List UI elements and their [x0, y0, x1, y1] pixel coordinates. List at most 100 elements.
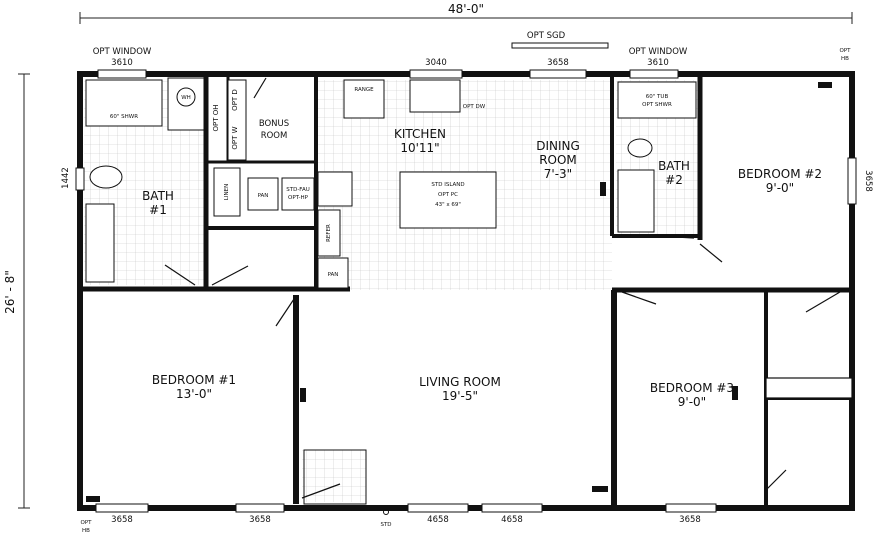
window-size-dining: 3658	[547, 58, 569, 68]
opt-hb-top-line1: OPT	[839, 48, 851, 54]
kitchen-sink	[409, 79, 461, 113]
door-bath2	[657, 235, 695, 239]
bedroom1-size: 13'-0"	[176, 387, 212, 401]
window-size-kitchen: 3040	[425, 58, 447, 68]
island-label-line2: OPT PC	[438, 192, 458, 198]
window-bedroom1-bottom-left	[95, 503, 149, 513]
std-hose-bib	[383, 509, 389, 515]
windows	[75, 42, 857, 513]
opt-oh-label: OPT OH	[212, 104, 220, 131]
vanity-bath2	[617, 169, 655, 233]
door-bedroom2	[699, 243, 723, 263]
window-size-bedroom1-right: 3658	[249, 515, 271, 525]
window-size-bedroom2-side: 3658	[863, 170, 873, 192]
floor-registers	[86, 82, 832, 502]
sgd-label: OPT SGD	[527, 31, 566, 41]
kitchen-island	[399, 171, 497, 229]
overall-depth: 26' - 8"	[3, 270, 17, 314]
dimension-lines	[18, 12, 853, 509]
dining-name-line1: DINING	[536, 139, 580, 153]
window-bedroom1-bottom-right	[235, 503, 285, 513]
pan1-box	[247, 177, 279, 211]
bedroom3-name: BEDROOM #3	[650, 381, 734, 395]
washer-dryer-area	[227, 79, 247, 161]
bonus-room-line1: BONUS	[259, 119, 289, 129]
window-label-bath2: OPT WINDOW	[629, 47, 688, 57]
fau-label-line1: STD-FAU	[286, 187, 310, 193]
opt-washer-label: OPT W	[231, 126, 239, 149]
window-size-bath1: 3610	[111, 58, 133, 68]
pan2-label: PAN	[328, 272, 339, 278]
window-size-bath1-side: 1442	[61, 167, 71, 189]
window-label-bath1: OPT WINDOW	[93, 47, 152, 57]
bedroom2-size: 9'-0"	[766, 181, 794, 195]
window-living-bottom-right	[481, 503, 543, 513]
window-dining-top	[529, 69, 587, 79]
living-room-name: LIVING ROOM	[419, 375, 501, 389]
opt-hb-bottom-line2: HB	[82, 528, 90, 534]
window-bath1-top	[97, 69, 147, 79]
island-label-line3: 43" x 69"	[435, 202, 461, 208]
fau-label-line2: OPT-HP	[288, 195, 309, 201]
pan2-box	[317, 257, 349, 289]
fau-box	[281, 177, 315, 211]
window-bedroom2-side	[847, 157, 857, 205]
bedroom2-name: BEDROOM #2	[738, 167, 822, 181]
bonus-room-line2: ROOM	[261, 131, 288, 141]
range-label: RANGE	[354, 87, 374, 93]
shower-bath1	[85, 79, 163, 127]
bedroom1-name: BEDROOM #1	[152, 373, 236, 387]
island-label-line1: STD ISLAND	[431, 182, 464, 188]
opt-dw-label: OPT DW	[463, 104, 486, 110]
bedroom3-size: 9'-0"	[678, 395, 706, 409]
water-heater-label: WH	[181, 95, 191, 101]
door-bonus	[253, 77, 267, 99]
tub-bath2	[617, 81, 697, 119]
vanity-bath1	[85, 203, 115, 283]
bath2-number: #2	[665, 173, 683, 187]
bath2-name: BATH	[658, 159, 690, 173]
door-bedroom3	[621, 291, 657, 305]
fixtures	[85, 77, 697, 505]
window-bath1-side	[75, 167, 85, 191]
entry-landing	[303, 449, 367, 505]
refrigerator	[317, 209, 341, 257]
linen-closet	[213, 167, 241, 217]
window-living-bottom-left	[407, 503, 469, 513]
door-closet-2	[765, 469, 787, 491]
tub-label-line2: OPT SHWR	[642, 102, 672, 108]
bath1-name: BATH	[142, 189, 174, 203]
door-hall-closet	[211, 265, 249, 286]
dining-name-line2: ROOM	[539, 153, 577, 167]
window-kitchen-top	[409, 69, 463, 79]
door-entry	[301, 483, 341, 499]
overall-width: 48'-0"	[448, 2, 484, 16]
kitchen-counter-corner	[317, 171, 353, 207]
window-size-bedroom1-left: 3658	[111, 515, 133, 525]
window-bath2-top	[629, 69, 679, 79]
door-bedroom1	[275, 295, 297, 327]
doors	[164, 77, 841, 499]
water-heater	[176, 87, 196, 107]
window-size-bedroom3: 3658	[679, 515, 701, 525]
bath1-number: #1	[149, 203, 167, 217]
std-label: STD	[380, 522, 391, 528]
range	[343, 79, 385, 119]
opt-dryer-label: OPT D	[231, 89, 239, 111]
opt-hb-top-line2: HB	[841, 56, 849, 62]
kitchen-size: 10'11"	[400, 141, 439, 155]
toilet-bath1	[89, 165, 123, 189]
window-size-bath2: 3610	[647, 58, 669, 68]
door-closet-1	[805, 291, 841, 313]
kitchen-name: KITCHEN	[394, 127, 446, 141]
window-size-living-left: 4658	[427, 515, 449, 525]
optional-sliding-glass-door	[511, 42, 609, 49]
entry-floor	[302, 450, 366, 502]
pan1-label: PAN	[258, 193, 269, 199]
window-size-living-right: 4658	[501, 515, 523, 525]
tub-label-line1: 60" TUB	[646, 94, 669, 100]
refrigerator-label: REFER	[326, 224, 332, 242]
toilet-bath2	[627, 138, 653, 158]
living-room-size: 19'-5"	[442, 389, 478, 403]
